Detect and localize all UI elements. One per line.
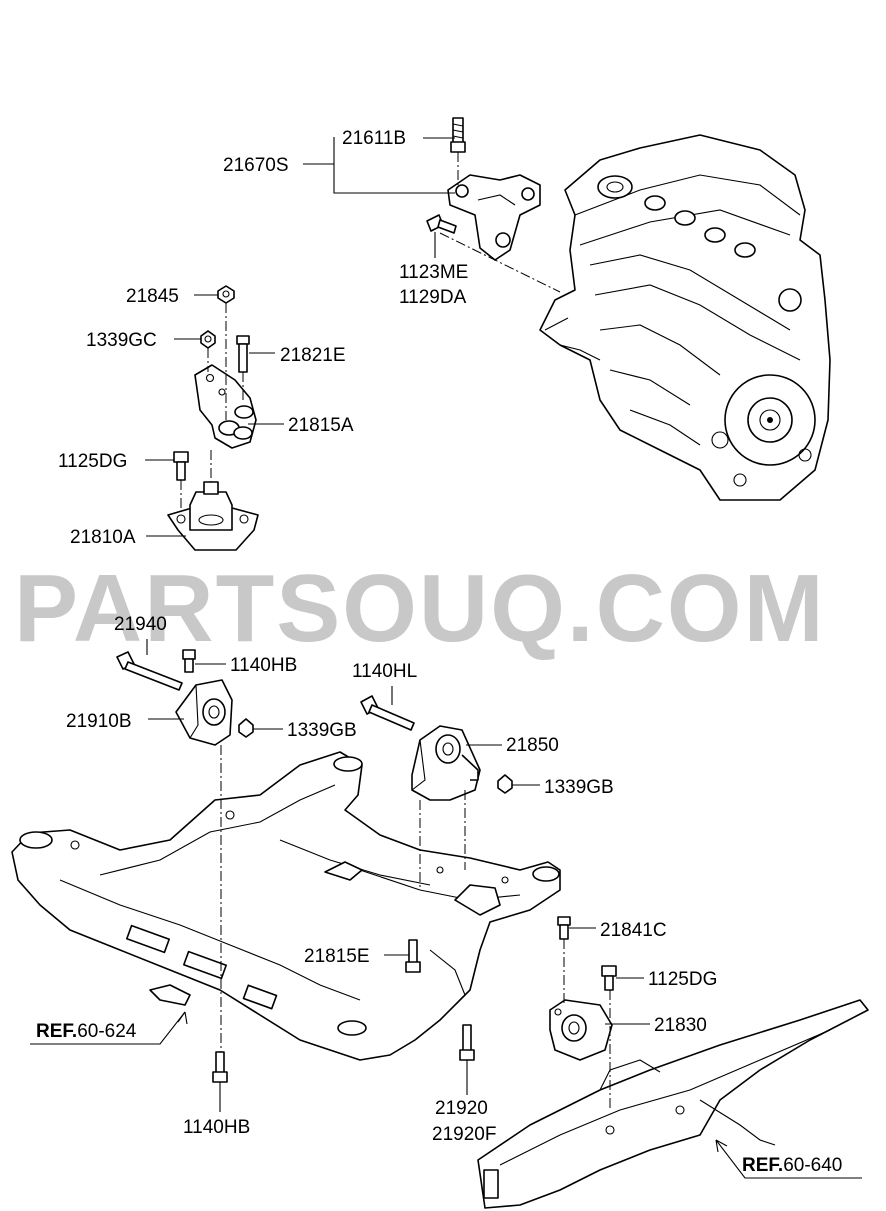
label-21810A: 21810A: [70, 527, 136, 548]
label-1125DG-lower: 1125DG: [648, 969, 717, 990]
svg-text:REF.60-624: REF.60-624: [36, 1021, 137, 1042]
label-1339GB-left: 1339GB: [287, 720, 357, 741]
ref-left-number: 60-624: [77, 1021, 137, 1042]
nut-1339GC: [200, 330, 216, 349]
dash-lines: [180, 152, 611, 1110]
bolt-1140HL: [360, 695, 415, 731]
label-21815E: 21815E: [304, 946, 370, 967]
label-21611B: 21611B: [342, 128, 406, 149]
label-1339GC: 1339GC: [86, 330, 157, 351]
label-21841C: 21841C: [600, 920, 667, 941]
label-21910B: 21910B: [66, 711, 132, 732]
engine-mount-21810A: [167, 481, 259, 551]
label-1123ME: 1123ME: [399, 262, 468, 283]
label-21670S: 21670S: [223, 155, 289, 176]
ref-right-prefix: REF.: [742, 1155, 783, 1176]
label-1140HB-upper: 1140HB: [230, 655, 297, 676]
bolt-1140HB-upper: [182, 649, 196, 673]
bolt-21940: [116, 651, 183, 691]
ref-left-prefix: REF.: [36, 1021, 77, 1042]
bolt-1123ME: [426, 214, 457, 234]
label-21920F: 21920F: [432, 1124, 496, 1145]
bolt-21920: [459, 1024, 475, 1061]
label-21850: 21850: [506, 735, 559, 756]
label-1129DA: 1129DA: [399, 287, 467, 308]
ref-right-number: 60-640: [783, 1155, 842, 1176]
ref-60-640[interactable]: REF.60-640: [742, 1155, 842, 1176]
label-21845: 21845: [126, 286, 179, 307]
svg-text:REF.60-640: REF.60-640: [742, 1155, 842, 1176]
label-21940: 21940: [114, 614, 167, 635]
bolt-21815E: [405, 939, 421, 973]
watermark: PARTSOUQ.COM: [14, 555, 826, 662]
ref-60-624[interactable]: REF.60-624: [36, 1021, 137, 1042]
nut-1339GB-left: [238, 718, 254, 738]
transmission-mount-21830: [549, 999, 613, 1061]
roll-mount-21850: [411, 725, 481, 801]
label-21815A: 21815A: [288, 415, 354, 436]
label-1339GB-right: 1339GB: [544, 777, 614, 798]
bolt-21611B: [450, 117, 466, 153]
nut-1339GB-right: [497, 774, 513, 794]
engine-assembly: [539, 134, 831, 501]
bolt-21841C: [557, 916, 571, 940]
leader-lines: [30, 137, 862, 1179]
front-subframe: [11, 751, 561, 1061]
bolt-1125DG-upper: [173, 451, 189, 481]
label-1125DG-upper: 1125DG: [58, 451, 127, 472]
engine-mount-bracket-21670S: [447, 174, 541, 261]
part-labels: 21611B 21670S 1123ME 1129DA 21845 1339GC…: [58, 128, 717, 1145]
bolt-1140HB-lower: [212, 1051, 228, 1083]
label-21830: 21830: [654, 1015, 707, 1036]
side-member: [477, 999, 869, 1209]
bolt-1125DG-lower: [601, 965, 617, 991]
nut-21845: [217, 285, 235, 304]
label-1140HB-lower: 1140HB: [183, 1117, 250, 1138]
label-21821E: 21821E: [280, 345, 346, 366]
label-21920: 21920: [435, 1098, 488, 1119]
label-1140HL: 1140HL: [352, 661, 417, 682]
transmission-mount-21910B: [175, 679, 233, 746]
bolt-21821E: [236, 335, 250, 373]
